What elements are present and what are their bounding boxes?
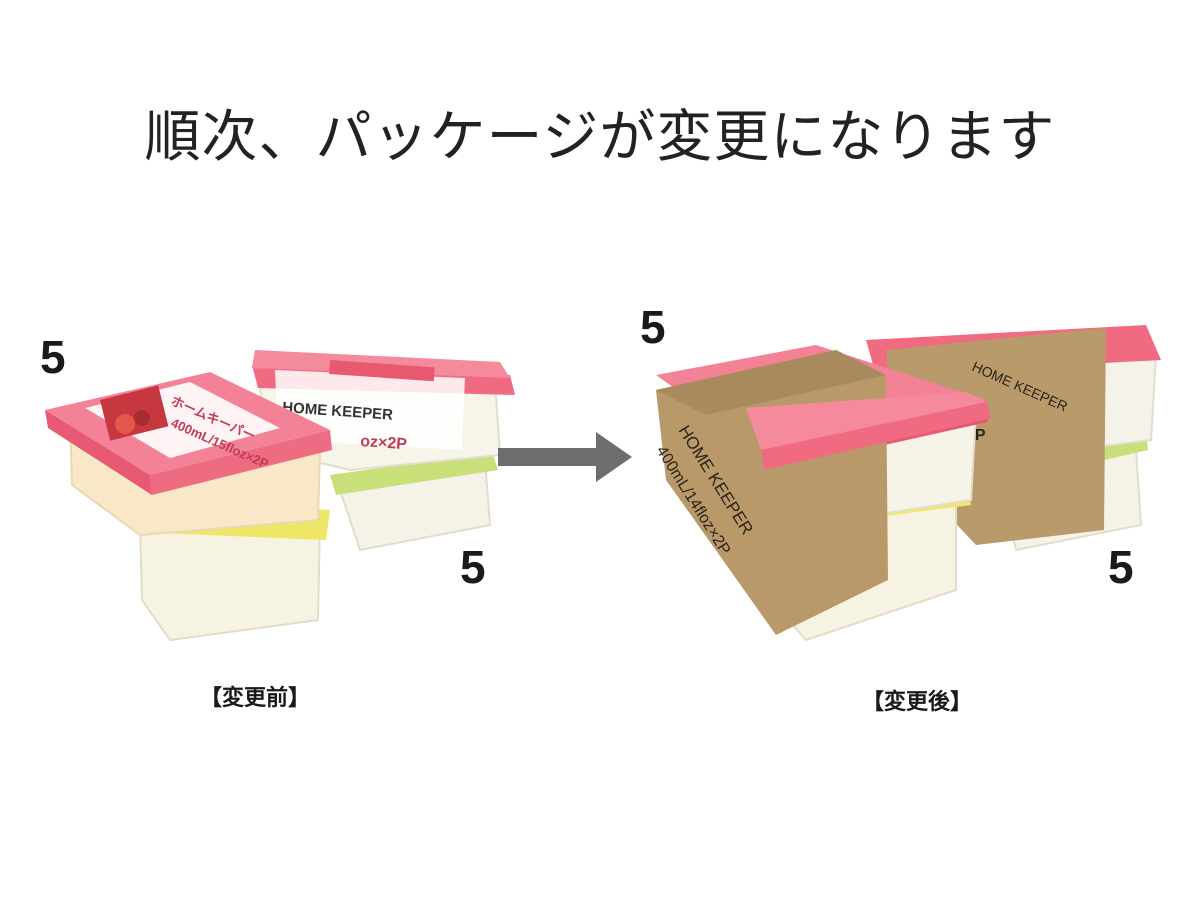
before-front-stack: ホームキーパー 400mL/15floz×2P (45, 372, 332, 642)
before-caption: 【変更前】 (200, 686, 311, 711)
right-arrow-icon (498, 432, 632, 482)
page-headline: 順次、パッケージが変更になります (144, 105, 1056, 170)
before-package-photo: HOME KEEPER oz×2P ホームキーパー 400mL/15floz×2… (45, 350, 515, 642)
before-qty-front: 5 (40, 331, 66, 383)
before-qty-back: 5 (460, 541, 486, 593)
after-qty-front: 5 (640, 301, 666, 353)
after-front-stack: HOME KEEPER 400mL/14floz×2P (653, 345, 991, 642)
after-caption: 【変更後】 (862, 690, 973, 715)
after-package-photo: HOME KEEPER 2P HOME KEEPER 400mL/14floz×… (653, 325, 1161, 642)
before-back-capacity: oz×2P (360, 433, 408, 453)
after-qty-back: 5 (1108, 541, 1134, 593)
